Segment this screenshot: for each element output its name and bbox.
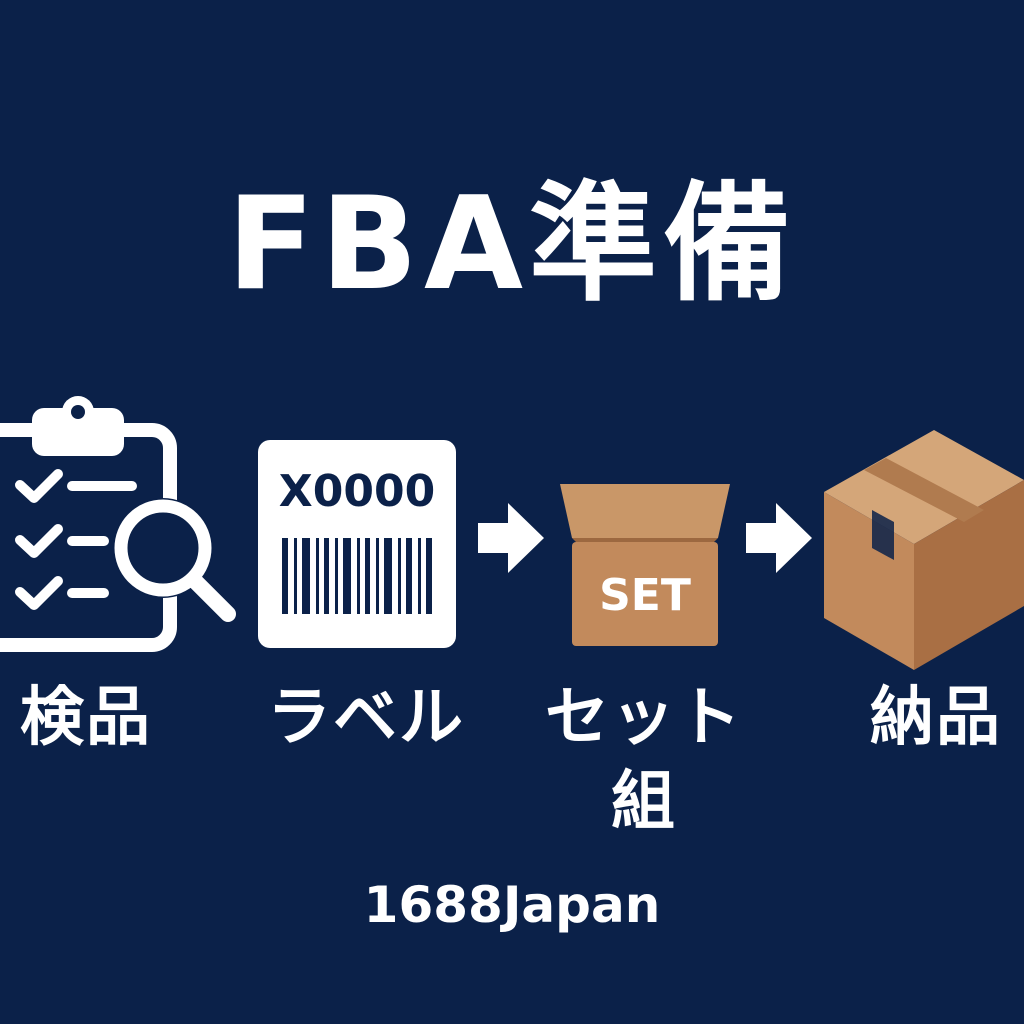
box-set-text: SET xyxy=(599,570,691,621)
step-label-set: セット組 xyxy=(545,681,743,839)
step-label-label: ラベル xyxy=(267,681,465,755)
clipboard-checklist-search-icon xyxy=(0,396,236,652)
barcode-label-icon: X0000 xyxy=(258,440,456,648)
page-title: FBA準備 xyxy=(226,170,798,319)
label-code-text: X0000 xyxy=(279,466,435,517)
brand-name: 1688Japan xyxy=(363,876,661,934)
closed-shipping-box-icon xyxy=(824,430,1024,670)
arrow-right-icon xyxy=(478,503,544,573)
step-label-inspection: 検品 xyxy=(20,681,152,755)
open-box-set-icon: SET xyxy=(560,484,730,646)
arrow-right-icon xyxy=(746,503,812,573)
step-label-delivery: 納品 xyxy=(870,681,1002,755)
